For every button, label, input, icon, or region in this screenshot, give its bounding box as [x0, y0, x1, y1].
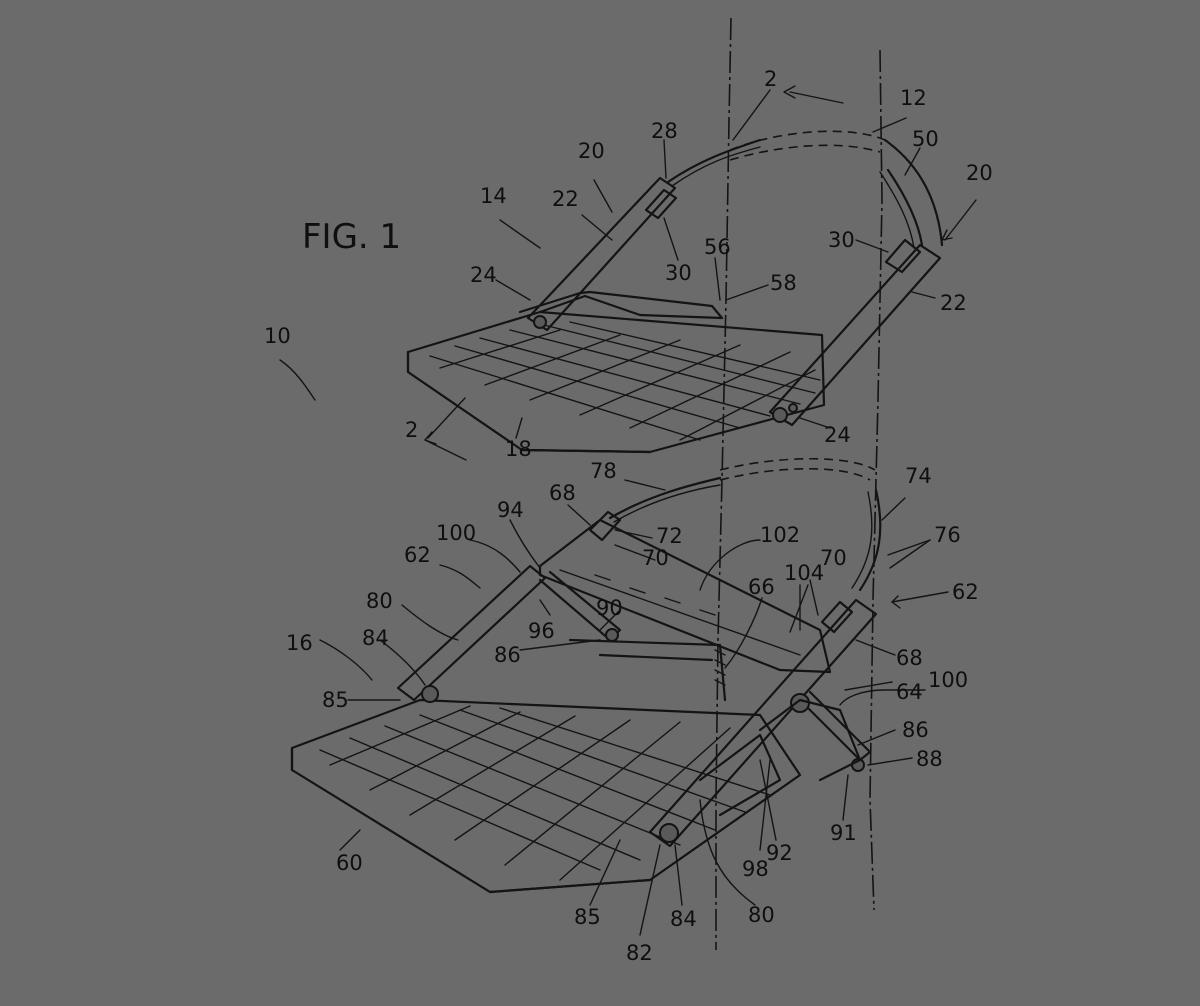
ref-label: 22 [552, 187, 579, 211]
ref-label: 30 [665, 261, 692, 285]
ref-label: 92 [766, 841, 793, 865]
ref-label: 85 [322, 688, 349, 712]
ref-label: 86 [902, 718, 929, 742]
ref-label: 80 [366, 589, 393, 613]
ref-label: 76 [934, 523, 961, 547]
ref-label: 2 [764, 67, 777, 91]
numeral-labels: 2 12 28 50 20 20 14 22 56 58 30 30 24 22… [264, 67, 993, 965]
lower-platform [290, 458, 882, 894]
figure-title: FIG. 1 [302, 217, 401, 257]
ref-label: 60 [336, 851, 363, 875]
ref-label: 20 [578, 139, 605, 163]
ref-label: 100 [928, 668, 968, 692]
ref-label: 70 [820, 546, 847, 570]
ref-label: 14 [480, 184, 507, 208]
ref-label: 28 [651, 119, 678, 143]
ref-label: 72 [656, 524, 683, 548]
ref-label: 96 [528, 619, 555, 643]
ref-label: 104 [784, 561, 824, 585]
ref-label: 91 [830, 821, 857, 845]
ref-label: 100 [436, 521, 476, 545]
ref-label: 30 [828, 228, 855, 252]
ref-label: 90 [596, 596, 623, 620]
ref-label: 58 [770, 271, 797, 295]
ref-label: 22 [940, 291, 967, 315]
ref-label: 66 [748, 575, 775, 599]
ref-label: 94 [497, 498, 524, 522]
ref-label: 86 [494, 643, 521, 667]
ref-label: 98 [742, 857, 769, 881]
ref-label: 56 [704, 235, 731, 259]
ref-label: 80 [748, 903, 775, 927]
ref-label: 84 [362, 626, 389, 650]
ref-label: 24 [470, 263, 497, 287]
ref-label: 62 [952, 580, 979, 604]
upper-platform [406, 130, 944, 454]
ref-label: 78 [590, 459, 617, 483]
ref-label: 20 [966, 161, 993, 185]
ref-label: 82 [626, 941, 653, 965]
ref-label: 10 [264, 324, 291, 348]
ref-label: 50 [912, 127, 939, 151]
leader-lines [279, 85, 977, 936]
ref-label: 18 [505, 437, 532, 461]
ref-label: 70 [642, 546, 669, 570]
ref-label: 68 [549, 481, 576, 505]
ref-label: 102 [760, 523, 800, 547]
ref-label: 64 [896, 680, 923, 704]
ref-label: 85 [574, 905, 601, 929]
ref-label: 68 [896, 646, 923, 670]
ref-label: 16 [286, 631, 313, 655]
ref-label: 2 [405, 418, 418, 442]
ref-label: 84 [670, 907, 697, 931]
ref-label: 74 [905, 464, 932, 488]
ref-label: 62 [404, 543, 431, 567]
ref-label: 24 [824, 423, 851, 447]
ref-label: 88 [916, 747, 943, 771]
ref-label: 12 [900, 86, 927, 110]
